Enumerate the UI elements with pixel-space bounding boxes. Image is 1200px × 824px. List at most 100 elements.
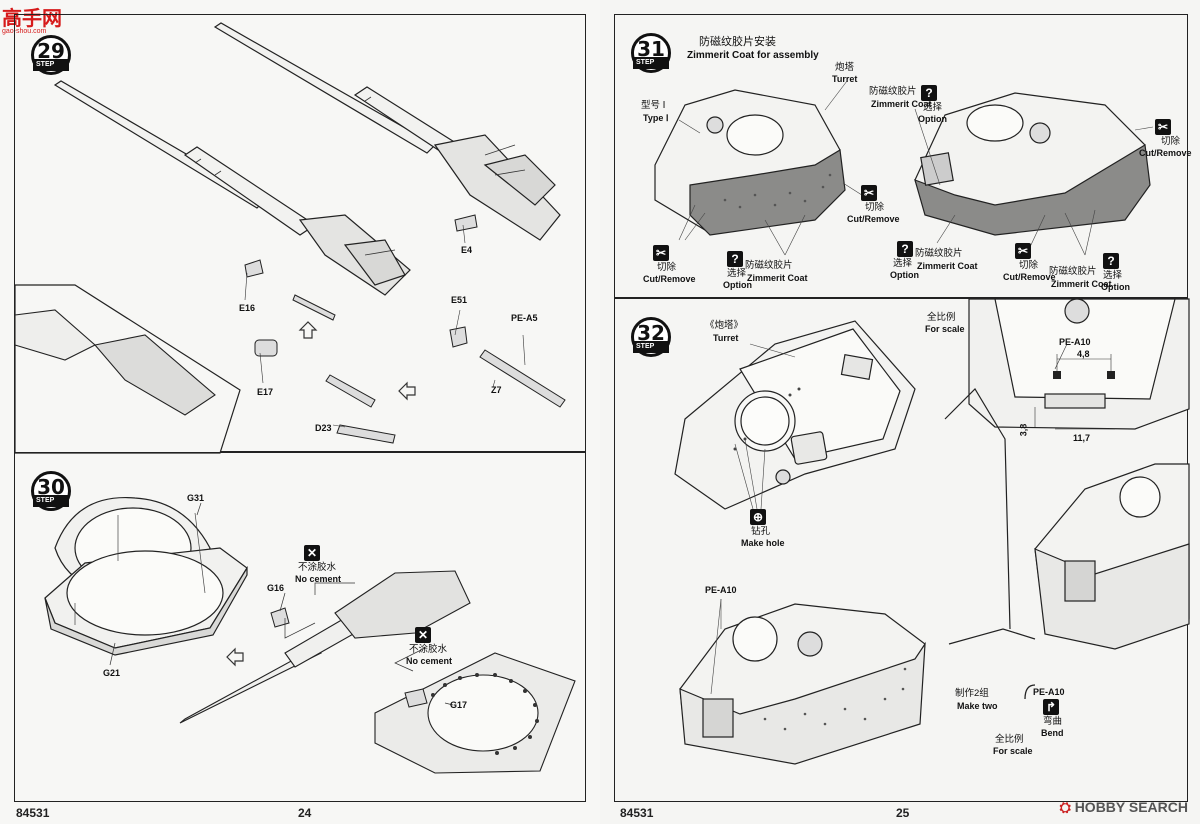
cut-icon-2: ✂ [653, 245, 669, 261]
part-label-g21: G21 [103, 668, 121, 678]
option-en-4: Option [1101, 282, 1130, 292]
zimmerit-cn-2: 防磁纹胶片 [745, 260, 793, 271]
cut-cn-4: 切除 [1161, 136, 1181, 147]
type-en: Type Ⅰ [643, 113, 669, 123]
step29-badge: 29 STEP [29, 35, 73, 77]
step30-label: STEP [33, 495, 69, 507]
step31-label: STEP [633, 57, 669, 69]
make-two-en: Make two [957, 701, 998, 711]
logo-url: gao-shou.com [2, 28, 47, 35]
zimmerit-cn-4: 防磁纹胶片 [1049, 266, 1097, 277]
no-cement-en-2: No cement [406, 656, 453, 666]
part-label-pe-a10-bottom: PE-A10 [705, 585, 737, 595]
step32-label: STEP [633, 341, 669, 353]
step32-badge: 32 STEP [629, 317, 673, 359]
step29-gun-drawing [14, 22, 566, 454]
cut-cn-3: 切除 [1019, 260, 1039, 271]
dim-3-8: 3,8 [1018, 423, 1029, 437]
part-label-pe-a5: PE-A5 [511, 313, 538, 323]
step32-panel: 32 STEP [614, 298, 1190, 802]
step30-drawing [44, 496, 576, 774]
make-hole-cn: 钻孔 [751, 526, 771, 537]
right-page-number: 25 [896, 806, 910, 820]
part-label-z7: Z7 [491, 385, 502, 395]
bend-en: Bend [1041, 728, 1064, 738]
zimmerit-en-top: Zimmerit Coat [871, 99, 932, 109]
option-en-1: Option [918, 114, 947, 124]
left-page-code: 84531 [16, 806, 50, 820]
step30-panel: 30 STEP [14, 452, 586, 802]
scale-en-top: For scale [925, 324, 965, 334]
option-cn-1: 选择 [923, 102, 943, 113]
scale-en-bottom: For scale [993, 746, 1033, 756]
part-label-d23: D23 [315, 423, 332, 433]
zimmerit-cn-3: 防磁纹胶片 [915, 248, 963, 259]
site-logo: 高手网 gao-shou.com [2, 2, 62, 35]
part-label-pe-a10-detail: PE-A10 [1059, 337, 1091, 347]
option-en-2: Option [723, 280, 752, 290]
zimmerit-cn-top: 防磁纹胶片 [869, 86, 917, 97]
no-cement-cn-1: 不涂胶水 [298, 562, 337, 573]
step31-panel: 31 STEP 防磁纹胶片安装 Zimmerit Coat for assemb… [614, 14, 1192, 298]
zimmerit-en-2: Zimmerit Coat [747, 273, 808, 283]
zimmerit-en-3: Zimmerit Coat [917, 261, 978, 271]
option-cn-4: 选择 [1103, 270, 1123, 281]
step31-title-cn: 防磁纹胶片安装 [699, 36, 776, 48]
left-page: 高手网 gao-shou.com 29 STEP [0, 0, 600, 824]
no-cement-en-1: No cement [295, 574, 342, 584]
option-icon-2: ? [727, 251, 743, 267]
make-two-cn: 制作2组 [955, 688, 989, 699]
cut-cn-2: 切除 [657, 262, 677, 273]
dim-4-8: 4,8 [1077, 349, 1090, 359]
step31-turret-drawing [654, 80, 1154, 256]
hobby-search-watermark: ⛭ HOBBY SEARCH [1060, 799, 1188, 816]
option-en-3: Option [890, 270, 919, 280]
step30-badge: 30 STEP [29, 471, 73, 513]
logo-text: 高手网 [2, 6, 62, 30]
option-icon-1: ? [921, 85, 937, 101]
drill-hole-icon: ⊕ [750, 509, 766, 525]
bend-cn: 弯曲 [1043, 716, 1063, 727]
dim-11-7: 11,7 [1073, 433, 1091, 443]
part-label-g16: G16 [267, 583, 285, 593]
scale-cn-top: 全比例 [927, 312, 956, 323]
right-page: 31 STEP 防磁纹胶片安装 Zimmerit Coat for assemb… [600, 0, 1200, 824]
right-page-code: 84531 [620, 806, 654, 820]
no-cement-icon-1: ✕ [304, 545, 320, 561]
option-icon-3: ? [897, 241, 913, 257]
step31-title-en: Zimmerit Coat for assembly [687, 50, 819, 61]
part-label-e16: E16 [239, 303, 256, 313]
step31-badge: 31 STEP [629, 33, 673, 75]
part-label-e17: E17 [257, 387, 274, 397]
no-cement-cn-2: 不涂胶水 [409, 644, 448, 655]
part-label-g17: G17 [450, 700, 468, 710]
cut-icon-3: ✂ [1015, 243, 1031, 259]
scale-cn-bottom: 全比例 [995, 734, 1024, 745]
step32-drawing [674, 298, 1190, 765]
left-page-number: 24 [298, 806, 312, 820]
step32-turret-cn: 《炮塔》 [705, 320, 744, 331]
option-icon-4: ? [1103, 253, 1119, 269]
part-label-pe-a10-bend: PE-A10 [1033, 687, 1065, 697]
part-label-g31: G31 [187, 493, 205, 503]
cut-en-1: Cut/Remove [847, 214, 900, 224]
cut-icon-1: ✂ [861, 185, 877, 201]
cut-en-4: Cut/Remove [1139, 148, 1192, 158]
zimmerit-en-4: Zimmerit Coat [1051, 279, 1112, 289]
part-label-e51: E51 [451, 295, 468, 305]
option-cn-2: 选择 [727, 268, 747, 279]
watermark-mark-icon: ⛭ [1059, 799, 1071, 815]
turret-cn: 炮塔 [835, 62, 855, 73]
step29-label: STEP [33, 59, 69, 71]
bend-icon: ↱ [1043, 699, 1059, 715]
make-hole-en: Make hole [741, 538, 785, 548]
turret-en: Turret [832, 74, 858, 84]
step29-panel: 29 STEP [14, 14, 586, 454]
cut-en-3: Cut/Remove [1003, 272, 1056, 282]
no-cement-icon-2: ✕ [415, 627, 431, 643]
option-cn-3: 选择 [893, 258, 913, 269]
cut-cn-1: 切除 [865, 202, 885, 213]
cut-icon-4: ✂ [1155, 119, 1171, 135]
step32-turret-en: Turret [713, 333, 739, 343]
type-cn: 型号 Ⅰ [641, 100, 666, 111]
